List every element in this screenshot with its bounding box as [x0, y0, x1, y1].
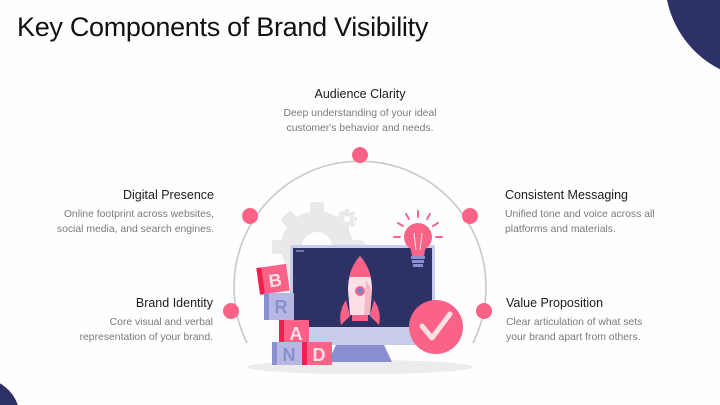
description-line: Clear articulation of what sets — [506, 317, 643, 328]
svg-text:N: N — [283, 345, 296, 365]
svg-text:R: R — [275, 297, 288, 317]
component-consistent-messaging: Consistent Messaging Unified tone and vo… — [505, 188, 705, 237]
component-audience-clarity: Audience Clarity Deep understanding of y… — [250, 87, 470, 136]
description-line: your brand apart from others. — [506, 331, 641, 343]
brand-blocks: B R A N D — [256, 263, 332, 365]
component-title: Brand Identity — [135, 296, 213, 310]
component-title: Value Proposition — [506, 296, 604, 310]
lightbulb-icon — [393, 210, 443, 267]
description-line: Unified tone and voice across all — [505, 209, 655, 220]
component-title: Digital Presence — [122, 188, 214, 202]
description-line: Core visual and verbal — [109, 317, 213, 328]
component-description: Deep understanding of your ideal custome… — [250, 107, 470, 136]
description-line: platforms and materials. — [505, 223, 616, 235]
rocket-icon — [340, 256, 380, 325]
dot-brand-identity — [223, 303, 239, 319]
svg-text:D: D — [313, 345, 326, 365]
dot-value-proposition — [476, 303, 492, 319]
description-line: Online footprint across websites, — [63, 209, 214, 220]
page-title: Key Components of Brand Visibility — [17, 12, 429, 42]
description-line: customer's behavior and needs. — [286, 122, 434, 134]
component-description: Online footprint across websites, social… — [20, 208, 214, 237]
description-line: social media, and search engines. — [56, 223, 214, 235]
svg-text:B: B — [267, 270, 283, 292]
component-brand-identity: Brand Identity Core visual and verbal re… — [20, 296, 213, 345]
component-description: Clear articulation of what sets your bra… — [506, 316, 706, 345]
dot-consistent-messaging — [462, 208, 478, 224]
component-value-proposition: Value Proposition Clear articulation of … — [506, 296, 706, 345]
description-line: Deep understanding of your ideal — [283, 108, 437, 119]
component-title: Consistent Messaging — [505, 188, 628, 202]
checkmark-icon — [409, 300, 463, 354]
dot-digital-presence — [242, 208, 258, 224]
component-digital-presence: Digital Presence Online footprint across… — [20, 188, 214, 237]
component-description: Unified tone and voice across all platfo… — [505, 208, 705, 237]
dot-audience-clarity — [352, 147, 368, 163]
component-description: Core visual and verbal representation of… — [20, 316, 213, 345]
description-line: representation of your brand. — [79, 331, 213, 343]
component-title: Audience Clarity — [314, 87, 406, 101]
svg-text:A: A — [290, 324, 303, 344]
